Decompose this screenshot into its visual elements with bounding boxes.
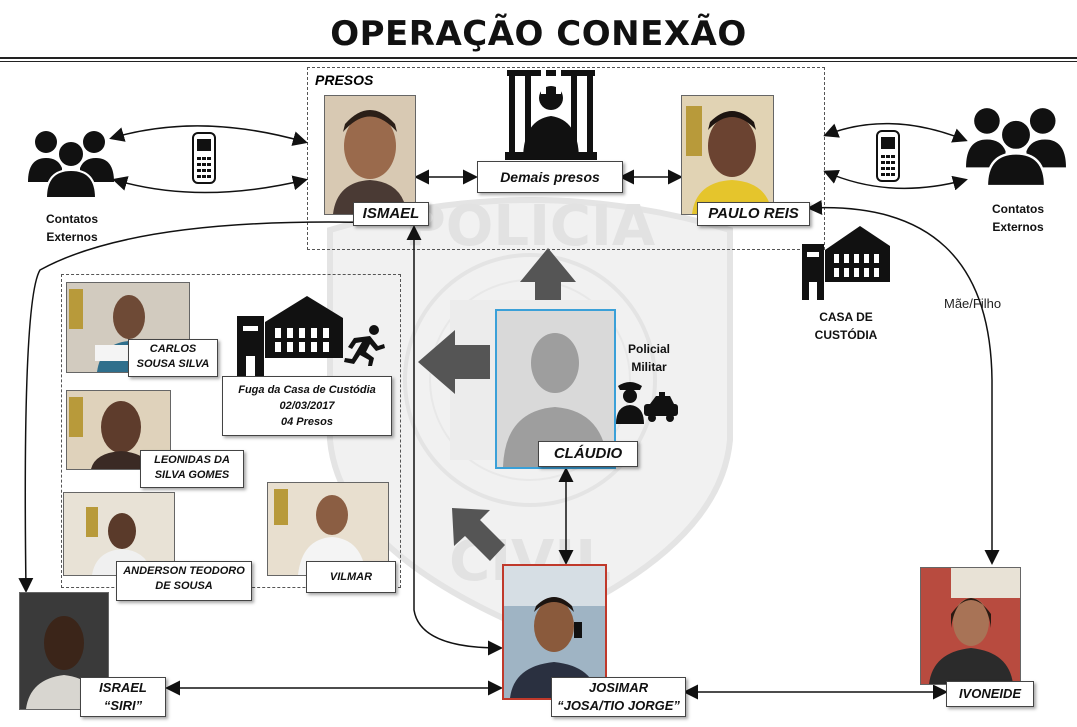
policial-line1: Policial	[627, 342, 671, 356]
leonidas-line1: LEONIDAS DA	[154, 454, 230, 466]
anderson-line1: ANDERSON TEODORO	[123, 565, 245, 577]
ismael-label: ISMAEL	[353, 202, 429, 226]
fuga-count: 04 Presos	[281, 416, 333, 428]
prisoner-icon	[505, 70, 597, 160]
josimar-photo	[502, 564, 607, 700]
contatos-right-line1: Contatos	[992, 202, 1044, 216]
group-icon	[966, 108, 1066, 188]
presos-group-label: PRESOS	[315, 72, 374, 88]
policial-line2: Militar	[631, 360, 667, 374]
demais-presos-box: Demais presos	[477, 161, 623, 193]
building-icon	[237, 296, 343, 376]
contatos-left-line2: Externos	[46, 230, 98, 244]
ivoneide-photo	[920, 567, 1021, 685]
title-divider	[0, 57, 1077, 59]
contatos-externos-left: Contatos Externos	[20, 210, 124, 246]
casa-custodia-line2: CUSTÓDIA	[814, 328, 878, 342]
phone-icon	[192, 132, 216, 184]
vilmar-photo	[267, 482, 389, 576]
mae-filho-label: Mãe/Filho	[944, 296, 1002, 311]
phone-icon	[876, 130, 900, 182]
ivoneide-label: IVONEIDE	[946, 681, 1034, 707]
contatos-externos-right: Contatos Externos	[966, 200, 1070, 236]
leonidas-line2: SILVA GOMES	[154, 469, 230, 481]
leonidas-label: LEONIDAS DA SILVA GOMES	[140, 450, 244, 488]
carlos-line2: SOUSA SILVA	[136, 358, 210, 370]
israel-line1: ISRAEL	[99, 680, 147, 695]
casa-de-custodia-label: CASA DE CUSTÓDIA	[800, 308, 892, 344]
josimar-line2: “JOSA/TIO JORGE”	[557, 698, 680, 713]
carlos-line1: CARLOS	[149, 343, 197, 355]
josimar-label: JOSIMAR “JOSA/TIO JORGE”	[551, 677, 686, 717]
contatos-left-line1: Contatos	[46, 212, 98, 226]
fuga-line1: Fuga da Casa de Custódia	[238, 384, 376, 396]
presos-group	[307, 67, 825, 250]
running-person-icon	[344, 325, 385, 366]
anderson-label: ANDERSON TEODORO DE SOUSA	[116, 561, 252, 601]
claudio-label: CLÁUDIO	[538, 441, 638, 467]
paulo-reis-photo	[681, 95, 774, 215]
group-icon	[28, 131, 114, 199]
israel-line2: “SIRI”	[103, 698, 143, 713]
page-title: OPERAÇÃO CONEXÃO	[330, 14, 747, 54]
contatos-right-line2: Externos	[992, 220, 1044, 234]
paulo-reis-label: PAULO REIS	[697, 202, 810, 226]
vilmar-label: VILMAR	[306, 561, 396, 593]
israel-label: ISRAEL “SIRI”	[80, 677, 166, 717]
policial-militar-label: Policial Militar	[616, 340, 682, 376]
fuga-date: 02/03/2017	[279, 400, 335, 412]
josimar-line1: JOSIMAR	[588, 680, 649, 695]
title-divider-thin	[0, 61, 1077, 62]
building-icon	[802, 226, 890, 300]
casa-custodia-line1: CASA DE	[819, 310, 873, 324]
carlos-label: CARLOS SOUSA SILVA	[128, 339, 218, 377]
fuga-info-box: Fuga da Casa de Custódia 02/03/2017 04 P…	[222, 376, 392, 436]
anderson-line2: DE SOUSA	[155, 580, 213, 592]
police-officer-icon	[616, 382, 678, 424]
ismael-photo	[324, 95, 416, 215]
